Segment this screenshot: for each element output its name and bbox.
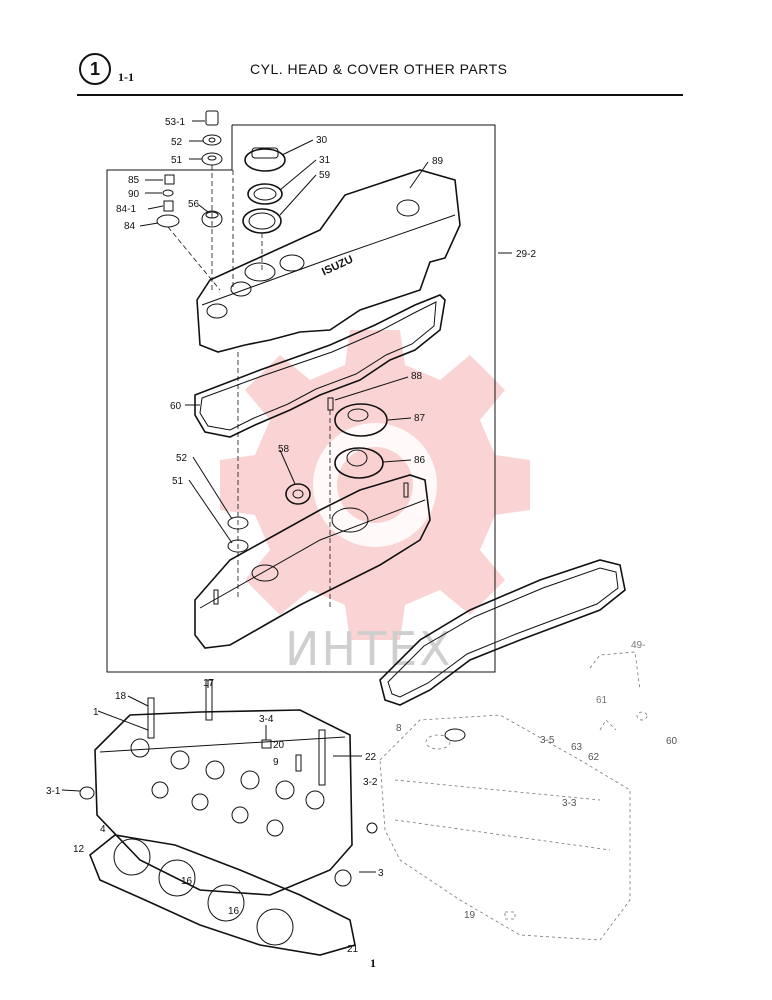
breather-pipe [589,651,648,731]
cylinder-head-ghost [379,714,631,941]
side-gasket [379,559,626,706]
callout-53-1: 53-1 [165,117,185,128]
cover-brand-text: ISUZU [320,253,355,278]
callout-20: 20 [273,740,285,751]
callout-60-right: 60 [666,736,678,747]
callout-16: 16 [181,876,193,887]
callout-21: 21 [347,944,359,955]
callout-86: 86 [414,455,426,466]
callout-31: 31 [319,155,331,166]
callout-52: 52 [171,137,183,148]
callout-3-3: 3-3 [562,798,577,809]
callout-58: 58 [278,444,290,455]
callout-19: 19 [464,910,476,921]
callout-9: 9 [273,757,279,768]
callout-51-lower: 51 [172,476,184,487]
callout-22: 22 [365,752,377,763]
callout-90: 90 [128,189,140,200]
exploded-view-boundary [106,124,496,673]
page-number: 1 [370,956,376,970]
callout-4: 4 [100,824,106,835]
grommets [227,352,311,600]
callout-labels: 53-1 52 51 30 31 59 89 85 90 84-1 84 56 … [46,117,678,955]
breather-assembly [327,397,388,610]
callout-59: 59 [319,170,331,181]
head-gasket [89,834,356,956]
callout-84-1: 84-1 [116,204,136,215]
callout-29-2: 29-2 [516,249,536,260]
oil-filler-cap-group [232,147,286,290]
section-number-badge: 1 [79,53,111,85]
callout-18: 18 [115,691,127,702]
callout-62: 62 [588,752,600,763]
page-title: CYL. HEAD & COVER OTHER PARTS [250,61,508,77]
callout-85: 85 [128,175,140,186]
callout-63: 63 [571,742,583,753]
callout-56: 56 [188,199,200,210]
callout-60: 60 [170,401,182,412]
callout-52-lower: 52 [176,453,188,464]
callout-51: 51 [171,155,183,166]
callout-3: 3 [378,868,384,879]
leader-lines [61,120,512,873]
callout-3-1: 3-1 [46,786,61,797]
callout-12: 12 [73,844,85,855]
rocker-cover-gasket [194,294,446,438]
section-sub-number: 1-1 [118,70,134,84]
callout-3-5: 3-5 [540,735,555,746]
callout-1: 1 [93,707,99,718]
callout-61: 61 [596,695,608,706]
watermark-text: ИНТЕХ [285,622,453,676]
callout-16-lower: 16 [228,906,240,917]
callout-49: 49- [631,640,645,651]
rocker-cover-upper: ISUZU [196,169,461,353]
callout-17: 17 [203,678,215,689]
cylinder-head [79,679,378,896]
callout-3-2: 3-2 [363,777,378,788]
callout-87: 87 [414,413,426,424]
callout-84: 84 [124,221,136,232]
header-divider [77,94,683,96]
callout-8: 8 [396,723,402,734]
callout-3-4: 3-4 [259,714,274,725]
section-number: 1 [89,58,100,79]
rocker-cover-lower [194,474,431,649]
callout-30: 30 [316,135,328,146]
callout-88: 88 [411,371,423,382]
callout-89: 89 [432,156,444,167]
